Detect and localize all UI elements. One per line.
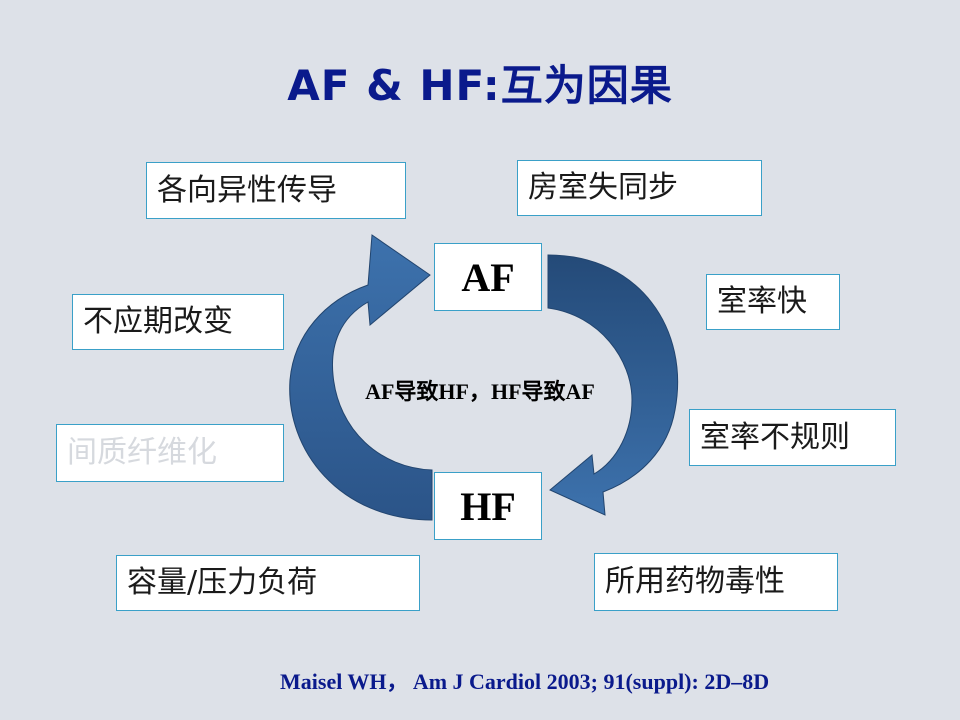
factor-refractory-change: 不应期改变 <box>72 294 284 350</box>
factor-irregular-rate: 室率不规则 <box>689 409 896 466</box>
factor-anisotropic-conduction: 各向异性传导 <box>146 162 406 219</box>
factor-fast-rate: 室率快 <box>706 274 840 330</box>
cycle-center-label: AF导致HF，HF导致AF <box>365 379 595 404</box>
factor-drug-toxicity: 所用药物毒性 <box>594 553 838 611</box>
factor-av-dyssynchrony: 房室失同步 <box>517 160 762 216</box>
citation: Maisel WH， Am J Cardiol 2003; 91(suppl):… <box>280 669 770 694</box>
factor-volume-pressure-load: 容量/压力负荷 <box>116 555 420 611</box>
node-af: AF <box>434 243 542 311</box>
factor-interstitial-fibrosis: 间质纤维化 <box>56 424 284 482</box>
node-hf: HF <box>434 472 542 540</box>
slide-title: AF & HF:互为因果 <box>287 61 673 110</box>
arrow-hf-to-af <box>289 234 433 521</box>
arrow-af-to-hf <box>547 254 679 516</box>
